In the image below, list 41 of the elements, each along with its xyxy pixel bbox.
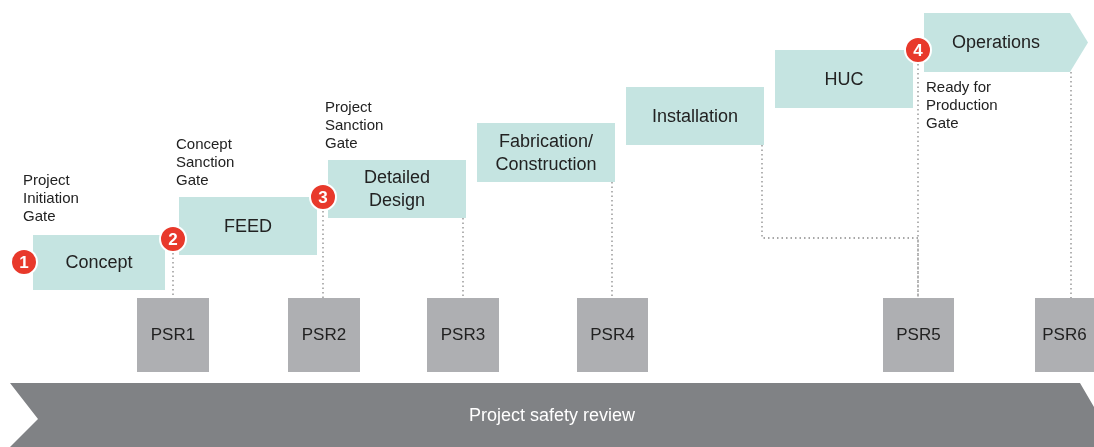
phase-label: HUC [824, 67, 864, 91]
dotted-connector [322, 210, 324, 299]
phase-label: Detailed Design [362, 166, 431, 212]
gate-caption: Project Sanction Gate [325, 98, 385, 152]
review-label: PSR3 [440, 324, 486, 347]
review-box [1035, 298, 1094, 372]
gate-number-badge: 1 [10, 248, 38, 276]
review-label: PSR1 [150, 324, 196, 347]
phase-box [179, 197, 317, 255]
phase-label: Operations [951, 31, 1041, 54]
phase-box [775, 50, 913, 108]
review-label: PSR5 [896, 324, 941, 347]
phase-box [33, 235, 165, 290]
review-box [288, 298, 360, 372]
dotted-connector [1070, 71, 1072, 299]
gate-number-badge: 4 [904, 36, 932, 64]
review-band [10, 383, 1094, 447]
band-label: Project safety review [468, 403, 636, 427]
gate-caption: Ready for Production Gate [926, 78, 999, 132]
phase-box [626, 87, 764, 145]
dotted-connector [611, 181, 613, 299]
review-box [427, 298, 499, 372]
gate-number-badge: 2 [159, 225, 187, 253]
review-label: PSR6 [1042, 324, 1087, 347]
phase-label: Fabrication/ Construction [494, 129, 598, 176]
review-label: PSR2 [301, 324, 347, 347]
phase-label: FEED [224, 214, 272, 238]
review-box [883, 298, 954, 372]
review-box [577, 298, 648, 372]
phase-box [328, 160, 466, 218]
phase-arrow [924, 13, 1088, 72]
review-box [137, 298, 209, 372]
gate-caption: Concept Sanction Gate [176, 135, 236, 189]
dotted-connector [462, 217, 464, 299]
review-label: PSR4 [590, 324, 635, 347]
phase-label: Installation [651, 104, 739, 128]
gate-number-badge: 3 [309, 183, 337, 211]
gate-caption: Project Initiation Gate [23, 171, 80, 225]
phase-label: Concept [65, 251, 133, 274]
phase-box [477, 123, 615, 182]
dotted-connector [761, 144, 919, 299]
